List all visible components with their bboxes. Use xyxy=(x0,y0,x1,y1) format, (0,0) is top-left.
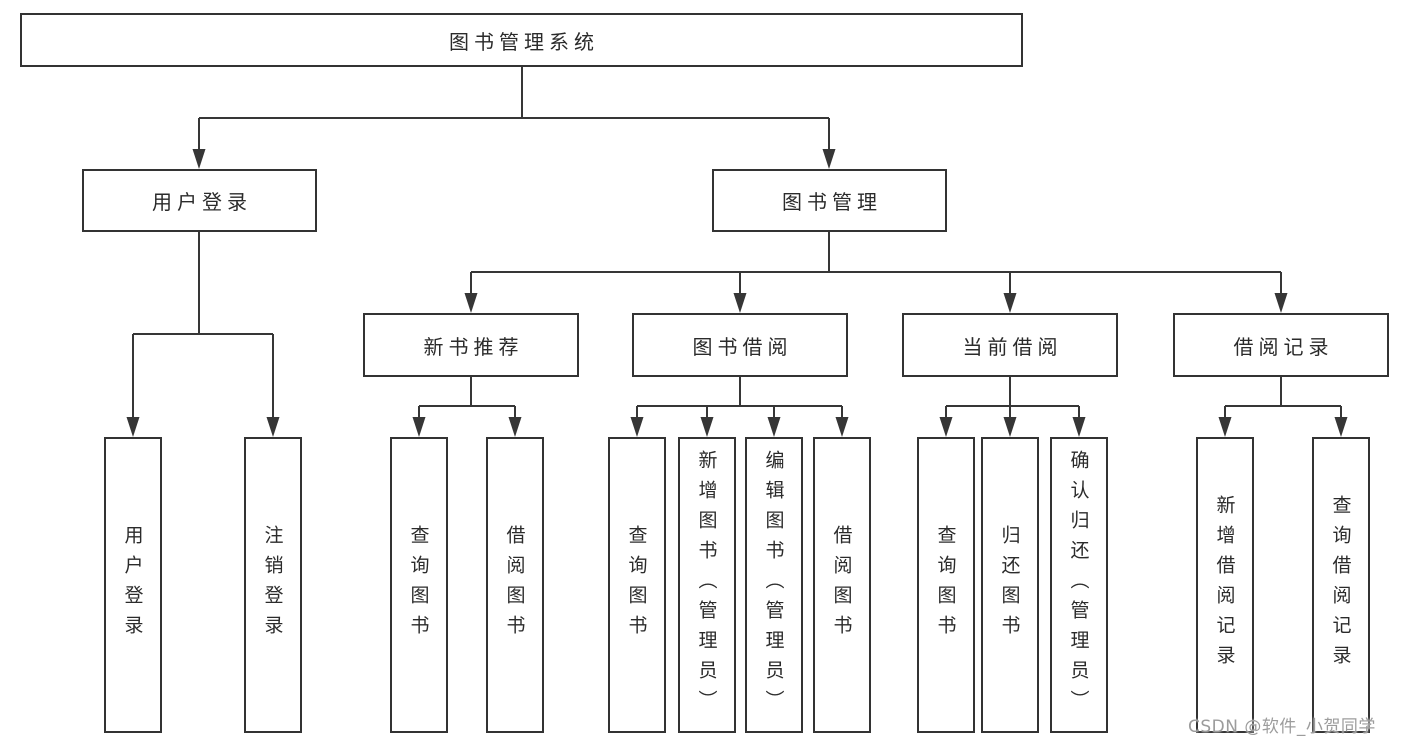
node-label: 查询借阅记录 xyxy=(1329,495,1352,675)
node-label: 新书推荐 xyxy=(423,334,524,359)
node-label: 图书管理系统 xyxy=(449,29,599,54)
node-label: 当前借阅 xyxy=(962,334,1063,359)
node-label: 借阅图书 xyxy=(503,525,526,645)
wire-root-to-level2 xyxy=(198,67,830,153)
arrow-down-icon xyxy=(508,417,522,437)
arrow-down-icon xyxy=(767,417,781,437)
leaf-borrow-books: 借阅图书 xyxy=(813,437,871,733)
arrow-down-icon xyxy=(835,417,849,437)
arrow-down-icon xyxy=(733,293,747,313)
node-label: 注销登录 xyxy=(261,525,284,645)
wire-new-book-split xyxy=(418,377,516,421)
node-new-book-recommend: 新书推荐 xyxy=(363,313,579,377)
arrow-down-icon xyxy=(1003,293,1017,313)
arrow-down-icon xyxy=(412,417,426,437)
leaf-edit-books-admin: 编辑图书（管理员） xyxy=(745,437,803,733)
leaf-logout: 注销登录 xyxy=(244,437,302,733)
arrow-down-icon xyxy=(700,417,714,437)
node-book-management: 图书管理 xyxy=(712,169,947,232)
arrow-down-icon xyxy=(464,293,478,313)
leaf-query-books-borrow: 查询图书 xyxy=(608,437,666,733)
arrow-down-icon xyxy=(126,417,140,437)
leaf-borrow-books-recommend: 借阅图书 xyxy=(486,437,544,733)
connector-stems xyxy=(132,67,1342,421)
arrowheads xyxy=(126,149,1348,437)
node-label: 借阅图书 xyxy=(830,525,853,645)
node-label: 用户登录 xyxy=(121,525,144,645)
node-label: 查询图书 xyxy=(407,525,430,645)
arrow-down-icon xyxy=(1334,417,1348,437)
arrow-down-icon xyxy=(1072,417,1086,437)
node-borrow-records: 借阅记录 xyxy=(1173,313,1389,377)
node-label: 借阅记录 xyxy=(1233,334,1334,359)
node-label: 图书管理 xyxy=(782,190,882,214)
arrow-down-icon xyxy=(266,417,280,437)
node-label: 编辑图书（管理员） xyxy=(762,450,785,720)
leaf-query-books-current: 查询图书 xyxy=(917,437,975,733)
leaf-add-borrow-record: 新增借阅记录 xyxy=(1196,437,1254,733)
node-label: 查询图书 xyxy=(625,525,648,645)
wire-book-borrow-split xyxy=(636,377,843,421)
node-library-system: 图书管理系统 xyxy=(20,13,1023,67)
node-user-login: 用户登录 xyxy=(82,169,317,232)
leaf-add-books-admin: 新增图书（管理员） xyxy=(678,437,736,733)
node-label: 新增图书（管理员） xyxy=(695,450,718,720)
node-label: 确认归还（管理员） xyxy=(1067,450,1090,720)
csdn-watermark: CSDN @软件_小贺同学 xyxy=(1188,717,1376,737)
leaf-confirm-return-admin: 确认归还（管理员） xyxy=(1050,437,1108,733)
leaf-query-books-recommend: 查询图书 xyxy=(390,437,448,733)
arrow-down-icon xyxy=(630,417,644,437)
node-current-borrow: 当前借阅 xyxy=(902,313,1118,377)
leaf-user-login: 用户登录 xyxy=(104,437,162,733)
node-label: 查询图书 xyxy=(934,525,957,645)
wire-user-login-split xyxy=(132,232,274,421)
wire-current-borrow-split xyxy=(945,377,1080,421)
arrow-down-icon xyxy=(822,149,836,169)
leaf-query-borrow-record: 查询借阅记录 xyxy=(1312,437,1370,733)
arrow-down-icon xyxy=(192,149,206,169)
arrow-down-icon xyxy=(1274,293,1288,313)
arrow-down-icon xyxy=(1218,417,1232,437)
wire-book-mgmt-split xyxy=(470,232,1282,297)
leaf-return-books: 归还图书 xyxy=(981,437,1039,733)
node-label: 归还图书 xyxy=(998,525,1021,645)
node-book-borrow: 图书借阅 xyxy=(632,313,848,377)
wire-borrow-record-split xyxy=(1224,377,1342,421)
arrow-down-icon xyxy=(939,417,953,437)
arrow-down-icon xyxy=(1003,417,1017,437)
node-label: 图书借阅 xyxy=(692,334,793,359)
node-label: 用户登录 xyxy=(152,190,252,214)
node-label: 新增借阅记录 xyxy=(1213,495,1236,675)
